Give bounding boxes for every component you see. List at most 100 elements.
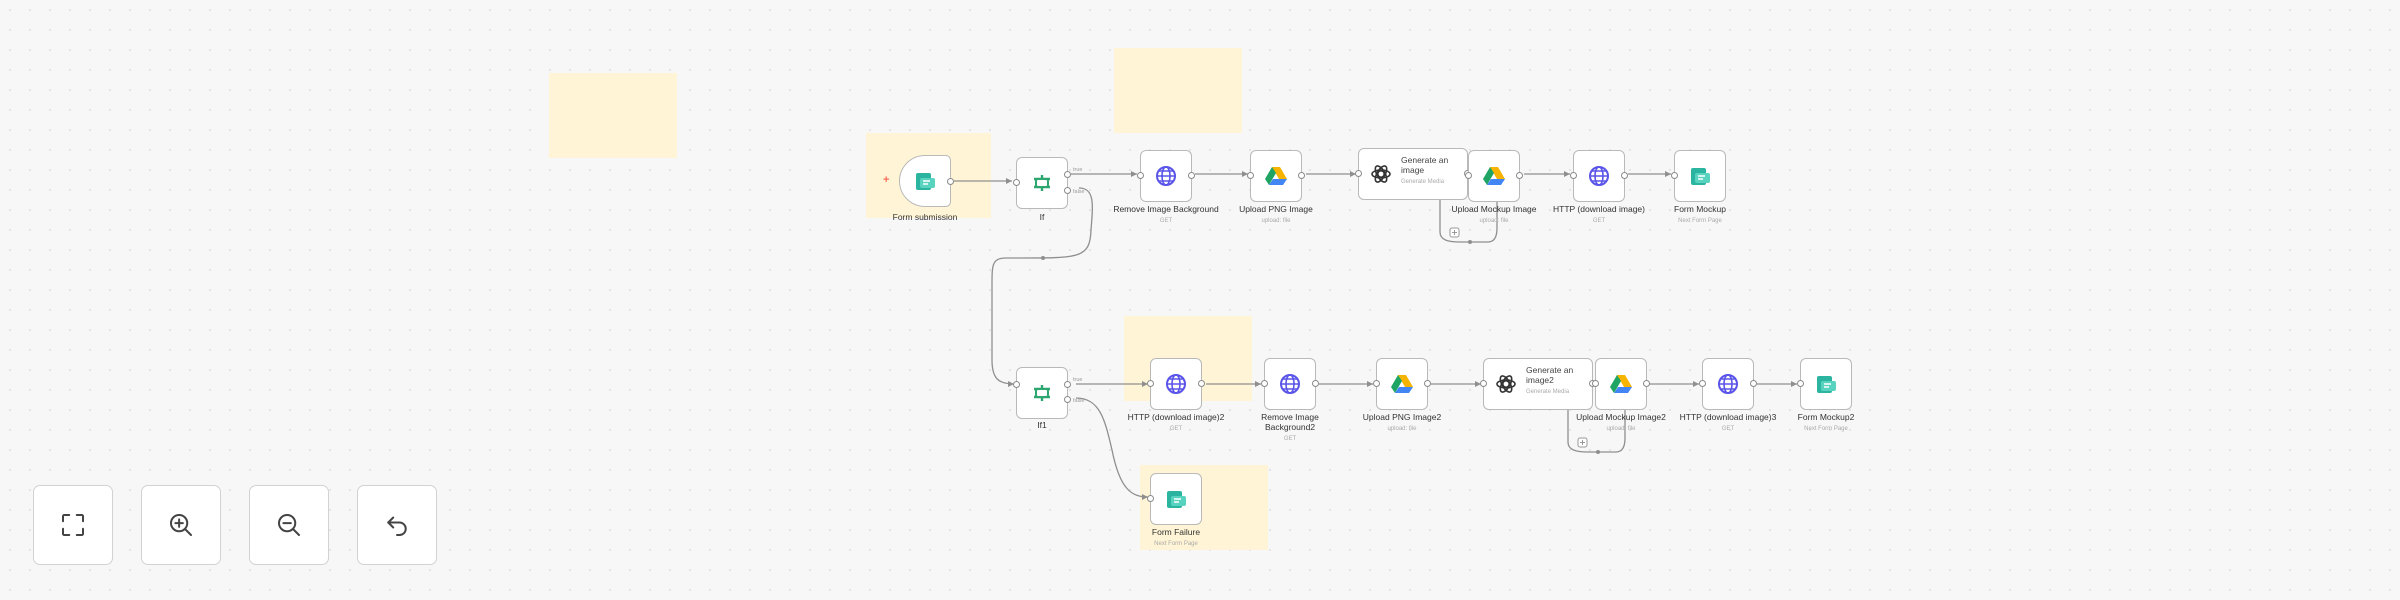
output-port[interactable] [1643,380,1650,387]
connection-lines [954,149,1797,498]
node-label: HTTP (download image)GET [1553,204,1645,224]
sticky-note[interactable] [549,73,677,158]
input-port[interactable] [1355,170,1362,177]
input-port[interactable] [1373,380,1380,387]
output-port[interactable] [1188,172,1195,179]
output-port[interactable] [947,178,954,185]
google-drive-icon [1483,167,1505,185]
output-port-true[interactable] [1064,171,1071,178]
node-subtitle: Generate Media [1401,178,1445,185]
input-port[interactable] [1247,172,1254,179]
input-port[interactable] [1137,172,1144,179]
branch-label-true: true [1073,377,1083,383]
node-upload-mockup-image2[interactable] [1592,358,1650,410]
node-if[interactable] [1013,157,1071,209]
openai-icon [1371,165,1391,183]
zoom-out-button[interactable] [249,485,329,565]
fit-view-icon [62,514,84,536]
openai-icon [1496,375,1516,393]
zoom-in-button[interactable] [141,485,221,565]
node-http-download-image[interactable] [1570,150,1628,202]
output-port[interactable] [1516,172,1523,179]
node-http-download-image2[interactable] [1147,358,1205,410]
node-title: Generate an image2 [1526,365,1574,385]
node-label: Form submission [892,212,958,222]
google-drive-icon [1610,375,1632,393]
output-port[interactable] [1198,380,1205,387]
output-port-true[interactable] [1064,381,1071,388]
input-port[interactable] [1592,380,1599,387]
input-port[interactable] [1147,380,1154,387]
google-drive-icon [1391,375,1413,393]
node-form-submission[interactable] [899,155,954,207]
globe-icon [1166,374,1186,394]
node-upload-png-image2[interactable] [1373,358,1431,410]
node-if1[interactable] [1013,367,1071,419]
globe-icon [1718,374,1738,394]
input-port[interactable] [1699,380,1706,387]
sub-connector-plus[interactable] [1449,227,1588,448]
node-http-download-image3[interactable] [1699,358,1757,410]
undo-button[interactable] [357,485,437,565]
input-port[interactable] [1013,179,1020,186]
undo-icon [387,516,407,536]
sticky-note[interactable] [1114,48,1242,133]
input-port[interactable] [1465,172,1472,179]
zoom-in-icon [170,514,192,536]
input-port[interactable] [1570,172,1577,179]
fit-view-button[interactable] [33,485,113,565]
form-icon [916,173,935,190]
node-title: Generate an image [1401,155,1449,175]
branch-label-false: false [1073,398,1085,404]
input-port[interactable] [1797,380,1804,387]
node-remove-image-background2[interactable] [1261,358,1319,410]
globe-icon [1280,374,1300,394]
input-port[interactable] [1013,381,1020,388]
branch-label-false: false [1073,189,1085,195]
output-port[interactable] [1312,380,1319,387]
node-upload-mockup-image[interactable] [1465,150,1523,202]
node-remove-image-background[interactable] [1137,150,1195,202]
form-icon [1817,376,1836,393]
node-subtitle: Generate Media [1526,388,1570,395]
output-port-false[interactable] [1064,396,1071,403]
globe-icon [1589,166,1609,186]
trigger-add-icon[interactable]: + [883,174,890,186]
output-port[interactable] [1298,172,1305,179]
branch-label-true: true [1073,167,1083,173]
output-port[interactable] [1424,380,1431,387]
node-form-mockup2[interactable] [1797,358,1852,410]
google-drive-icon [1265,167,1287,185]
input-port[interactable] [1480,380,1487,387]
if-icon [1034,175,1050,191]
globe-icon [1156,166,1176,186]
node-form-mockup[interactable] [1671,150,1726,202]
input-port[interactable] [1261,380,1268,387]
if-icon [1034,385,1050,401]
node-form-failure[interactable] [1147,473,1202,525]
node-label: If [1039,212,1045,222]
form-icon [1167,491,1186,508]
output-port[interactable] [1750,380,1757,387]
output-port-false[interactable] [1064,187,1071,194]
input-port[interactable] [1671,172,1678,179]
form-icon [1691,168,1710,185]
output-port[interactable] [1621,172,1628,179]
input-port[interactable] [1147,495,1154,502]
node-upload-png-image[interactable] [1247,150,1305,202]
node-label: If1 [1037,420,1047,430]
arrowheads [1006,171,1797,500]
